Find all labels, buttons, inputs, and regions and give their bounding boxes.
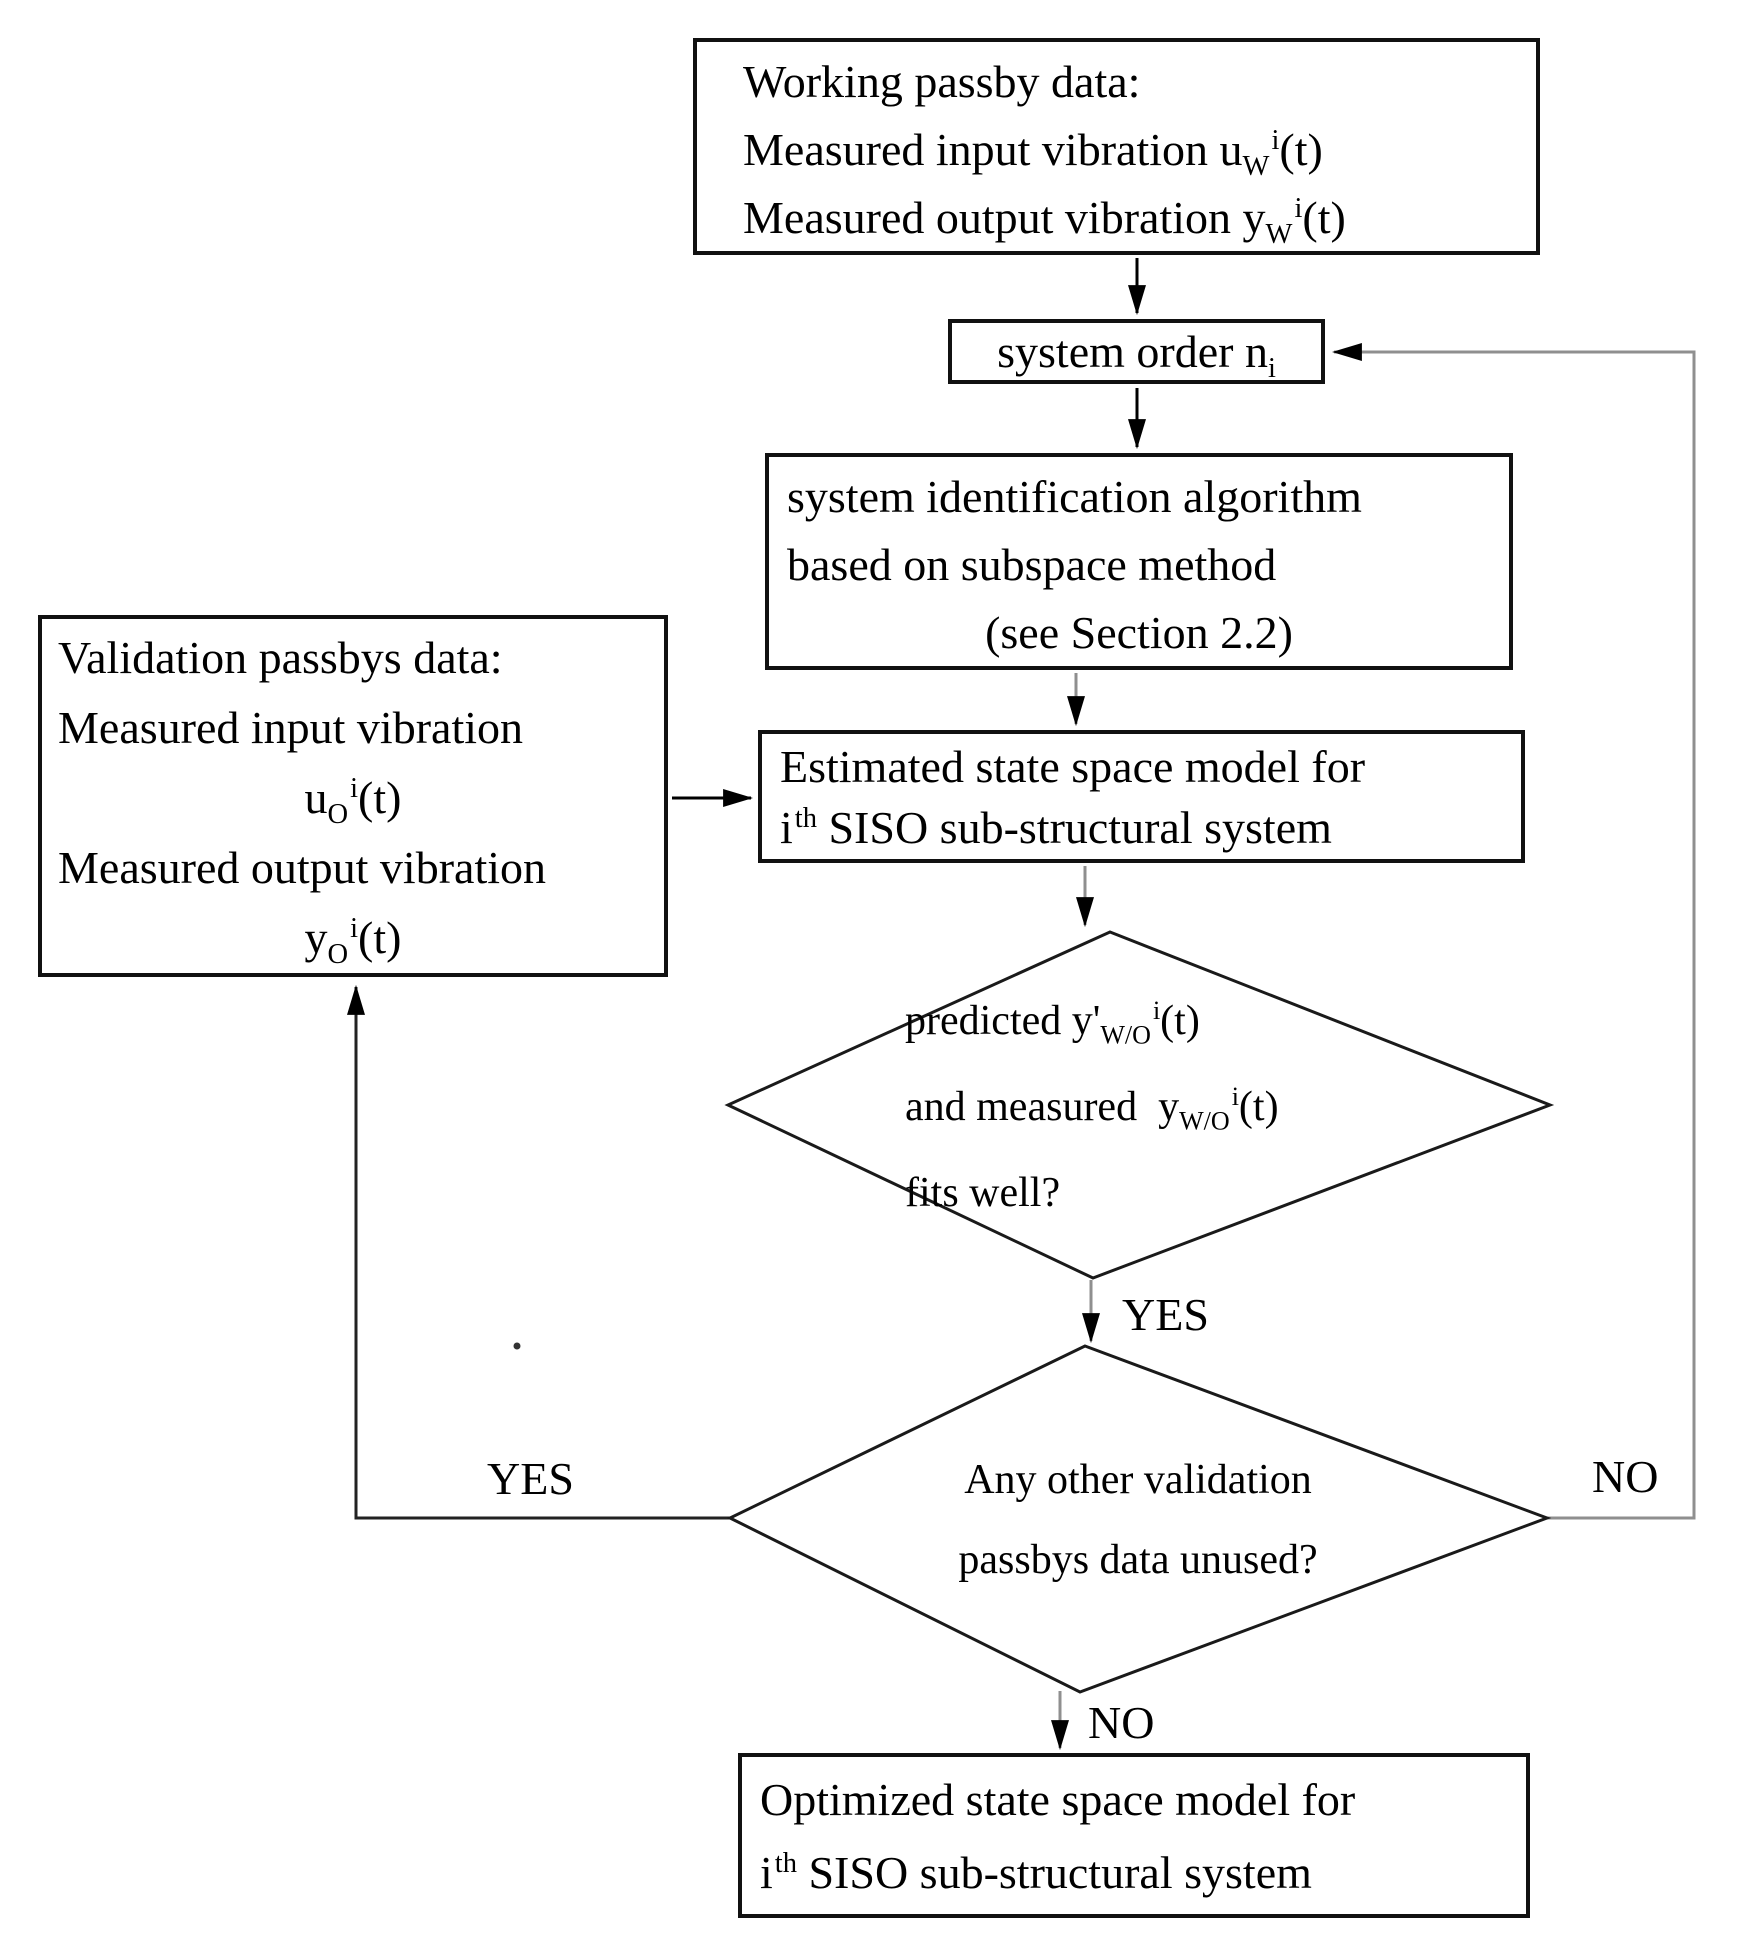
system-order-box: system order ni xyxy=(948,319,1325,384)
fit-decision-diamond xyxy=(724,930,1555,1280)
working-line3: Measured output vibration yWi(t) xyxy=(743,192,1346,251)
sysid-line2: based on subspace method xyxy=(787,539,1277,590)
arrow-yes-unused-to-validation xyxy=(347,984,730,1520)
estimated-model-box: Estimated state space model for ith SISO… xyxy=(758,730,1525,863)
estimated-line2: ith SISO sub-structural system xyxy=(780,802,1332,853)
unused-line2: passbys data unused? xyxy=(958,1537,1318,1583)
fit-line1: predicted y'W/Oi(t) xyxy=(905,996,1200,1050)
stray-dot xyxy=(513,1342,521,1350)
optimized-line1: Optimized state space model for xyxy=(760,1774,1356,1825)
no-label-bottom: NO xyxy=(1088,1697,1155,1748)
no-label-right: NO xyxy=(1592,1451,1659,1502)
validation-line1: Validation passbys data: xyxy=(58,632,503,683)
working-passby-box: Working passby data: Measured input vibr… xyxy=(693,38,1540,255)
yes-label-unused: YES xyxy=(487,1453,574,1504)
system-identification-box: system identification algorithm based on… xyxy=(765,453,1513,670)
fit-diamond-text: predicted y'W/Oi(t) and measured yW/Oi(t… xyxy=(905,978,1279,1236)
working-line1: Working passby data: xyxy=(743,56,1141,107)
fit-line3: fits well? xyxy=(905,1170,1061,1216)
validation-line5: yOi(t) xyxy=(304,912,402,971)
optimized-model-box: Optimized state space model for ith SISO… xyxy=(738,1753,1530,1918)
validation-line2: Measured input vibration xyxy=(58,702,524,753)
sysid-line1: system identification algorithm xyxy=(787,471,1362,522)
working-line2: Measured input vibration uWi(t) xyxy=(743,124,1323,183)
estimated-line1: Estimated state space model for xyxy=(780,741,1366,792)
validation-passbys-box: Validation passbys data: Measured input … xyxy=(38,615,668,977)
fit-line2: and measured yW/Oi(t) xyxy=(905,1082,1279,1136)
sysid-line3: (see Section 2.2) xyxy=(985,607,1293,658)
unused-diamond-text: Any other validation passbys data unused… xyxy=(788,1440,1488,1600)
arrow-no-unused-to-systemorder xyxy=(1331,343,1696,1520)
validation-line4: Measured output vibration xyxy=(58,842,547,893)
system-order-label: system order ni xyxy=(997,325,1276,384)
validation-line3: uOi(t) xyxy=(304,772,402,831)
optimized-line2: ith SISO sub-structural system xyxy=(760,1847,1312,1898)
unused-line1: Any other validation xyxy=(964,1457,1312,1503)
yes-label-fit: YES xyxy=(1122,1289,1209,1340)
unused-decision-diamond xyxy=(726,1344,1552,1694)
